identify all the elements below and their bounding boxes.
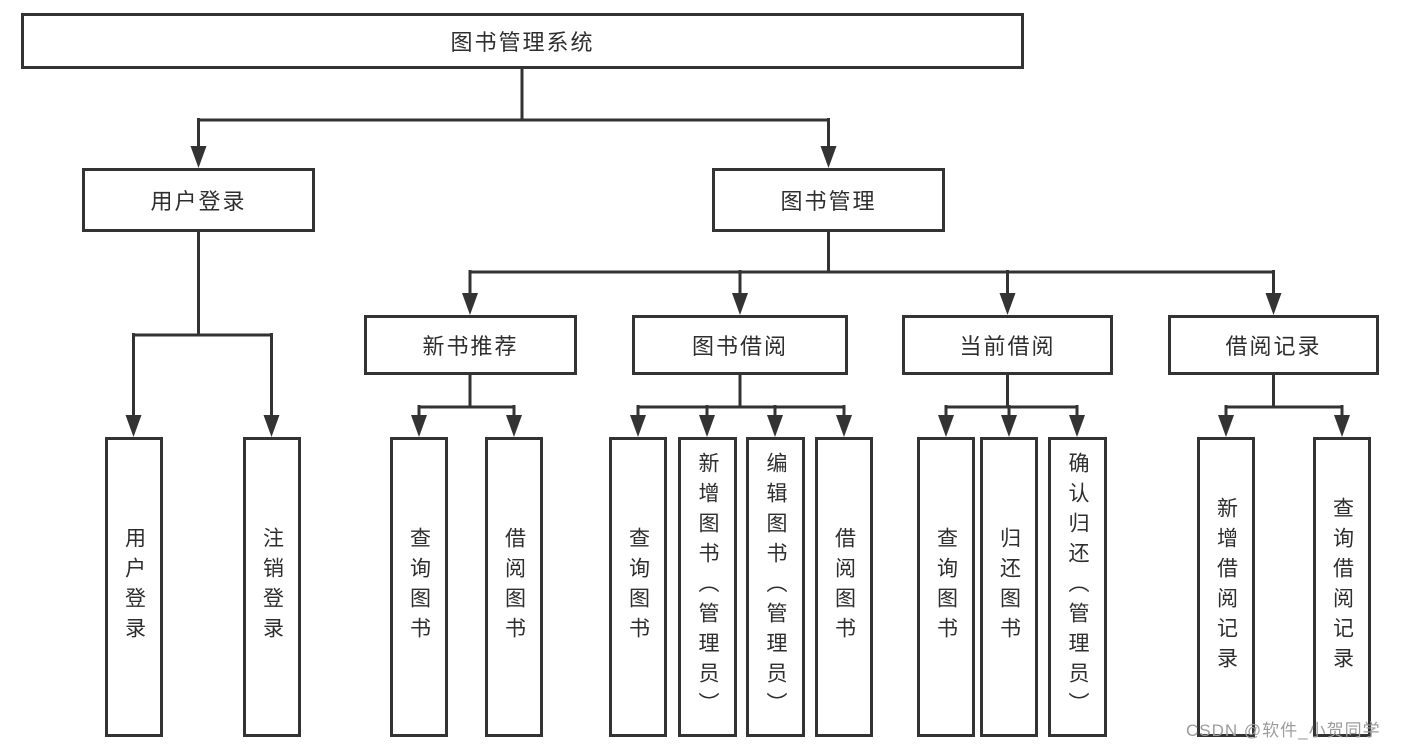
node-label: 新书推荐 (422, 334, 519, 359)
node-label: 借阅记录 (1225, 334, 1322, 359)
node-current-borrowing: 当前借阅 (902, 315, 1113, 375)
node-book-management: 图书管理 (712, 168, 945, 232)
leaf-add-borrow-record: 新增借阅记录 (1197, 437, 1255, 737)
node-new-book-recommend: 新书推荐 (364, 315, 577, 375)
node-label: 查询图书 (407, 527, 431, 647)
connector-book-management-children (462, 232, 1282, 315)
node-user-login-group: 用户登录 (82, 168, 315, 232)
leaf-add-books-admin: 新增图书（管理员） (678, 437, 737, 737)
connector-borrowing-records-children (1218, 375, 1350, 437)
leaf-logout: 注销登录 (243, 437, 301, 737)
leaf-confirm-return-admin: 确认归还（管理员） (1048, 437, 1107, 737)
connector-current-borrowing-children (938, 375, 1085, 437)
node-label: 用户登录 (122, 527, 146, 647)
leaf-query-books-recommend: 查询图书 (390, 437, 448, 737)
node-label: 查询图书 (626, 527, 650, 647)
leaf-query-books-borrowing: 查询图书 (609, 437, 667, 737)
node-label: 确认归还（管理员） (1066, 452, 1090, 722)
node-label: 当前借阅 (959, 334, 1056, 359)
connector-root-to-level2 (190, 69, 837, 168)
node-label: 用户登录 (150, 189, 247, 214)
node-library-management-system: 图书管理系统 (21, 13, 1024, 69)
node-label: 借阅图书 (502, 527, 526, 647)
node-label: 编辑图书（管理员） (764, 452, 788, 722)
connector-book-borrowing-children (630, 375, 852, 437)
node-label: 归还图书 (997, 527, 1021, 647)
leaf-edit-books-admin: 编辑图书（管理员） (746, 437, 805, 737)
leaf-borrow-books-borrowing: 借阅图书 (815, 437, 873, 737)
leaf-query-borrow-record: 查询借阅记录 (1313, 437, 1371, 737)
node-label: 注销登录 (260, 527, 284, 647)
node-borrowing-records: 借阅记录 (1168, 315, 1379, 375)
leaf-return-books: 归还图书 (980, 437, 1038, 737)
node-label: 新增借阅记录 (1214, 497, 1238, 677)
node-label: 查询借阅记录 (1330, 497, 1354, 677)
node-label: 查询图书 (934, 527, 958, 647)
node-book-borrowing: 图书借阅 (632, 315, 848, 375)
leaf-borrow-books-recommend: 借阅图书 (485, 437, 543, 737)
node-label: 图书管理 (780, 189, 877, 214)
connector-user-login-children (125, 232, 280, 437)
csdn-watermark: CSDN @软件_小贺同学 (1186, 721, 1381, 740)
node-label: 借阅图书 (832, 527, 856, 647)
node-label: 图书借阅 (691, 334, 788, 359)
node-label: 新增图书（管理员） (696, 452, 720, 722)
node-label: 图书管理系统 (450, 30, 595, 55)
leaf-query-books-current: 查询图书 (917, 437, 975, 737)
leaf-user-login: 用户登录 (105, 437, 163, 737)
connector-new-book-recommend-children (411, 375, 522, 437)
